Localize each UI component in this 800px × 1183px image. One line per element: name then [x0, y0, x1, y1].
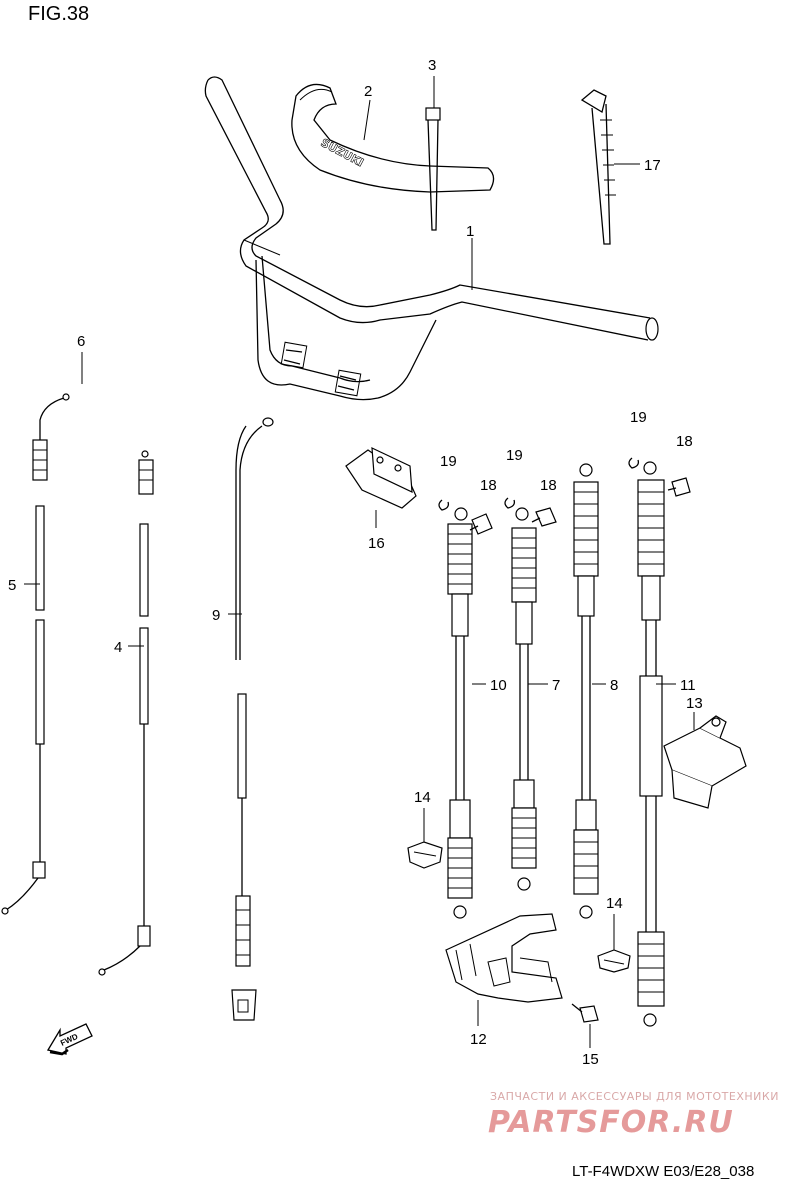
- handlebar-pad: SUZUKI: [291, 83, 495, 193]
- figure-title: FIG.38: [28, 3, 89, 25]
- cable-9: [231, 417, 274, 1021]
- cable-5: [1, 393, 70, 915]
- bracket-12: [445, 913, 563, 1003]
- callout-12: 12: [470, 1031, 487, 1048]
- cable-8: [573, 463, 599, 919]
- cable-10: [447, 507, 473, 919]
- callout-19a: 19: [440, 453, 457, 470]
- callout-10: 10: [490, 677, 507, 694]
- callout-18a: 18: [480, 477, 497, 494]
- bolts-and-clips: [438, 457, 691, 535]
- callout-7: 7: [552, 677, 560, 694]
- fwd-arrow: FWD: [46, 1023, 93, 1056]
- callout-18b: 18: [540, 477, 557, 494]
- callout-8: 8: [610, 677, 618, 694]
- callout-19c: 19: [630, 409, 647, 426]
- brand-mark: SUZUKI: [319, 136, 366, 169]
- callout-1: 1: [466, 223, 474, 240]
- watermark-tagline: ЗАПЧАСТИ И АКСЕССУАРЫ ДЛЯ МОТОТЕХНИКИ: [490, 1090, 779, 1103]
- callout-9: 9: [212, 607, 220, 624]
- callout-13: 13: [686, 695, 703, 712]
- handlebar: [204, 76, 659, 401]
- bracket-13: [663, 715, 747, 809]
- callout-4: 4: [114, 639, 122, 656]
- callout-19b: 19: [506, 447, 523, 464]
- clip-14b: [597, 949, 631, 973]
- callout-5: 5: [8, 577, 16, 594]
- bolt-15: [571, 1003, 599, 1023]
- tie-wrap-3: [425, 107, 441, 231]
- callout-15: 15: [582, 1051, 599, 1068]
- callout-18c: 18: [676, 433, 693, 450]
- cable-4: [98, 450, 154, 976]
- callout-11: 11: [680, 677, 696, 694]
- callout-14a: 14: [414, 789, 431, 806]
- callouts: 1 2 3 4 5 6 7 8 9 10 11 12 13 14 14 15 1…: [8, 57, 703, 1068]
- callout-2: 2: [364, 83, 372, 100]
- drawing-code: LT-F4WDXW E03/E28_038: [572, 1163, 754, 1180]
- watermark-site: PARTSFOR.RU: [488, 1105, 734, 1140]
- clip-14a: [407, 841, 443, 869]
- callout-17: 17: [644, 157, 661, 174]
- tie-wrap-17: [580, 89, 616, 245]
- leader-lines: [24, 76, 695, 1048]
- callout-16: 16: [368, 535, 385, 552]
- callout-6: 6: [77, 333, 85, 350]
- cable-7: [511, 507, 537, 891]
- watermark: ЗАПЧАСТИ И АКСЕССУАРЫ ДЛЯ МОТОТЕХНИКИ PA…: [488, 1090, 779, 1140]
- callout-14b: 14: [606, 895, 623, 912]
- callout-3: 3: [428, 57, 436, 74]
- cable-11: [637, 461, 665, 1027]
- bracket-16: [345, 447, 417, 509]
